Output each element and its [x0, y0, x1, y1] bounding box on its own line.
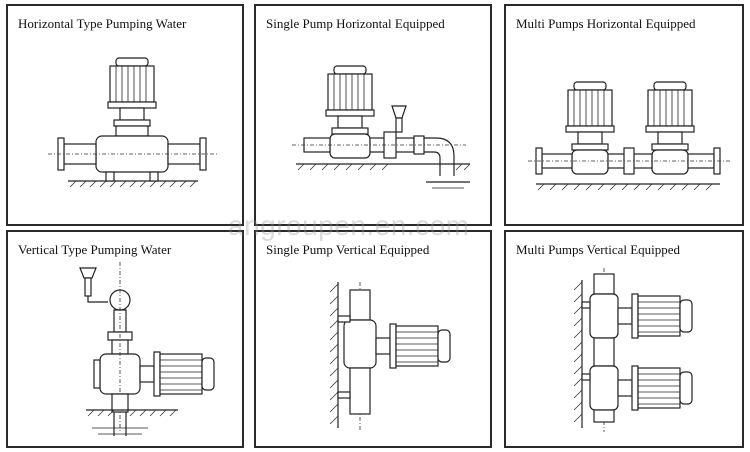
panel-multi-pumps-vertical: Multi Pumps Vertical Equipped [504, 230, 744, 448]
multi-horizontal-pump-drawing [528, 81, 730, 191]
panel-title: Single Pump Vertical Equipped [266, 242, 430, 257]
panel-title: Multi Pumps Horizontal Equipped [516, 16, 696, 31]
single-horizontal-pump-drawing [292, 65, 471, 189]
panel-vertical-type: Vertical Type Pumping Water [6, 230, 244, 448]
panel-single-pump-horizontal: Single Pump Horizontal Equipped [254, 4, 492, 226]
panel-multi-pumps-horizontal: Multi Pumps Horizontal Equipped [504, 4, 744, 226]
single-vertical-pump-drawing [329, 282, 451, 432]
panel-horizontal-type: Horizontal Type Pumping Water [6, 4, 244, 226]
panel-title: Vertical Type Pumping Water [18, 242, 172, 257]
panel-title: Single Pump Horizontal Equipped [266, 16, 445, 31]
vertical-pump-drawing [79, 262, 215, 436]
multi-vertical-pump-drawing [573, 268, 693, 432]
panel-title: Horizontal Type Pumping Water [18, 16, 187, 31]
panel-single-pump-vertical: Single Pump Vertical Equipped [254, 230, 492, 448]
horizontal-pump-drawing [48, 57, 218, 188]
panel-title: Multi Pumps Vertical Equipped [516, 242, 681, 257]
